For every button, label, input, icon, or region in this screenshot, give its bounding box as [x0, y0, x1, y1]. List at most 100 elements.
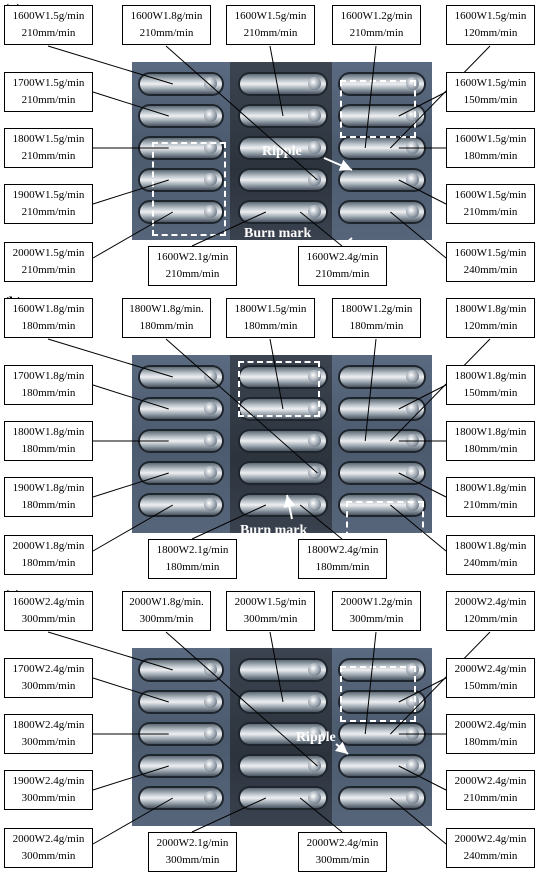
bottom-label: 1800W1.8g/min 240mm/min — [446, 535, 535, 575]
weld-sample-photo: Burn mark — [132, 355, 432, 589]
label-speed: 180mm/min — [21, 320, 76, 332]
weld-bead — [340, 367, 424, 387]
leader-line — [92, 91, 169, 117]
leader-line — [269, 338, 284, 410]
label-speed: 210mm/min — [463, 792, 518, 804]
label-speed: 240mm/min — [463, 264, 518, 276]
label-params: 2000W2.4g/min — [454, 596, 527, 608]
label-speed: 180mm/min — [21, 443, 76, 455]
leader-line — [364, 631, 377, 735]
panel-b: (b)Burn mark1600W1.8g/min180mm/min1800W1… — [0, 293, 550, 589]
leader-line — [92, 504, 174, 552]
label-speed: 210mm/min — [463, 206, 518, 218]
label-speed: 210mm/min — [243, 27, 298, 39]
weld-bead — [240, 170, 326, 190]
leader-line — [390, 797, 447, 845]
label-speed: 180mm/min — [21, 499, 76, 511]
label-params: 1700W1.5g/min — [12, 77, 85, 89]
label-speed: 300mm/min — [139, 613, 194, 625]
label-speed: 180mm/min — [139, 320, 194, 332]
weld-bead — [140, 788, 222, 808]
leader-line — [47, 338, 173, 378]
leader-lines — [47, 631, 491, 845]
label-params: 2000W2.4g/min — [306, 837, 379, 849]
annotation-arrow — [334, 741, 349, 755]
highlight-dashed-box — [238, 361, 320, 417]
weld-bead — [240, 724, 326, 744]
label-speed: 210mm/min — [21, 94, 76, 106]
weld-bead — [240, 431, 326, 451]
label-speed: 300mm/min — [243, 613, 298, 625]
label-params: 1600W1.5g/min — [454, 10, 527, 22]
weld-bead — [240, 202, 326, 222]
leader-line — [390, 631, 491, 735]
label-params: 1800W1.8g/min — [454, 540, 527, 552]
weld-bead — [140, 660, 222, 680]
leader-line — [191, 797, 267, 833]
bottom-label: 2000W2.4g/min 300mm/min — [298, 832, 387, 872]
label-params: 2000W1.2g/min — [340, 596, 413, 608]
label-params: 1900W1.5g/min — [12, 189, 85, 201]
weld-bead — [240, 788, 326, 808]
label-speed: 210mm/min — [315, 268, 370, 280]
leader-line — [390, 338, 491, 442]
leader-line — [92, 472, 169, 498]
label-params: 2000W2.4g/min — [12, 833, 85, 845]
label-params: 2000W2.4g/min — [454, 775, 527, 787]
label-speed: 300mm/min — [315, 854, 370, 866]
leader-line — [299, 504, 343, 540]
label-speed: 210mm/min — [21, 27, 76, 39]
label-params: 1800W1.8g/min — [454, 482, 527, 494]
label-params: 1600W1.5g/min — [234, 10, 307, 22]
weld-bead — [240, 138, 326, 158]
left-label: 1700W1.5g/min 210mm/min — [4, 72, 93, 112]
weld-bead — [140, 463, 222, 483]
weld-bead — [340, 463, 424, 483]
leader-line — [398, 384, 447, 410]
weld-bead — [240, 367, 326, 387]
top-label: 1600W1.5g/min 210mm/min — [226, 5, 315, 45]
label-speed: 210mm/min — [139, 27, 194, 39]
burn-mark-annotation: Burn mark — [240, 523, 308, 538]
label-speed: 240mm/min — [463, 557, 518, 569]
weld-bead — [340, 788, 424, 808]
label-params: 2000W2.1g/min — [156, 837, 229, 849]
left-label: 1700W2.4g/min 300mm/min — [4, 658, 93, 698]
label-speed: 300mm/min — [21, 680, 76, 692]
weld-bead — [240, 74, 326, 94]
leader-line — [92, 179, 169, 205]
label-speed: 240mm/min — [463, 850, 518, 862]
label-speed: 180mm/min — [21, 387, 76, 399]
leader-line — [398, 472, 447, 498]
left-label: 1900W1.8g/min 180mm/min — [4, 477, 93, 517]
weld-bead — [140, 74, 222, 94]
leader-line — [92, 765, 169, 791]
label-speed: 300mm/min — [21, 613, 76, 625]
top-label: 2000W1.5g/min 300mm/min — [226, 591, 315, 631]
label-params: 1900W1.8g/min — [12, 482, 85, 494]
leader-line — [191, 504, 267, 540]
label-speed: 210mm/min — [21, 150, 76, 162]
label-params: 2000W1.5g/min — [234, 596, 307, 608]
burn-mark-annotation: Burn mark — [244, 226, 312, 241]
leader-line — [92, 797, 174, 845]
label-params: 1700W2.4g/min — [12, 663, 85, 675]
leader-line — [165, 45, 318, 181]
label-params: 1800W1.2g/min — [340, 303, 413, 315]
annotation-arrow — [283, 494, 296, 520]
leader-line — [398, 765, 447, 791]
leader-line — [390, 504, 447, 552]
